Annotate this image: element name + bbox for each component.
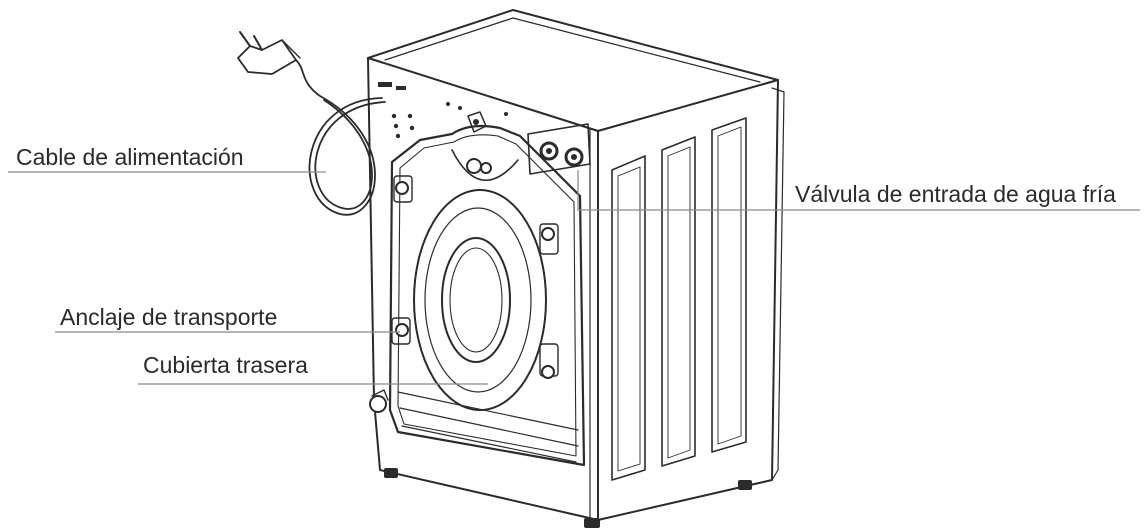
machine-side-panel: [597, 79, 779, 521]
label-power-cable: Cable de alimentación: [16, 144, 244, 170]
drain-pump-cap: [369, 389, 389, 413]
drain-hose-connector: [466, 111, 492, 174]
machine-body: [367, 9, 785, 528]
power-cable: [237, 31, 386, 216]
machine-feet: [384, 468, 752, 528]
label-cold-water-valve: Válvula de entrada de agua fría: [795, 181, 1116, 207]
drum-rear-opening: [413, 189, 547, 411]
label-transport-anchor: Anclaje de transporte: [60, 304, 278, 330]
water-inlet-valve: [527, 123, 591, 175]
rear-panel-fasteners: [378, 82, 508, 139]
plug-icon: [237, 39, 297, 75]
transport-anchor-bolts: [391, 175, 559, 379]
side-panel-ribs: [611, 117, 747, 481]
leader-line-valve: [577, 170, 1140, 211]
label-rear-cover: Cubierta trasera: [143, 352, 308, 378]
machine-rear-panel: [367, 57, 599, 521]
